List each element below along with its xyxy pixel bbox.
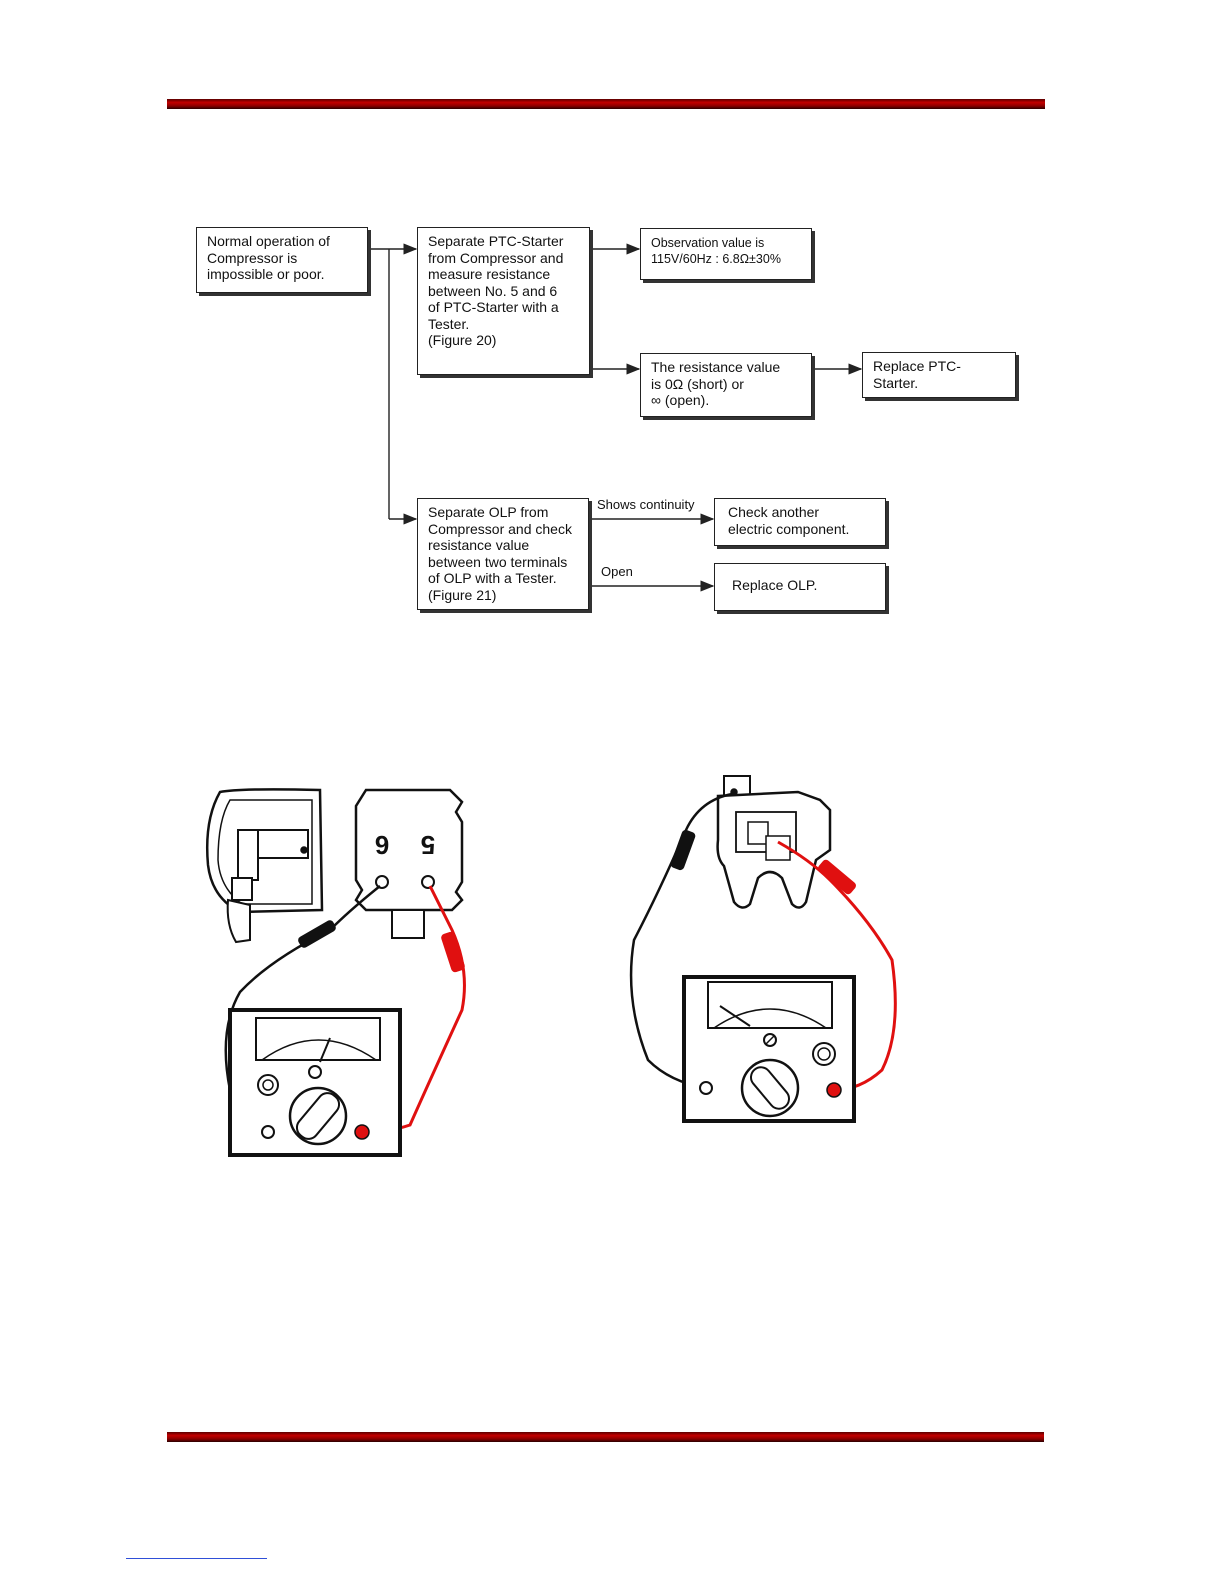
flow-box-ptc-step: Separate PTC-Starter from Compressor and…: [417, 227, 590, 375]
footer-link-underline: [126, 1558, 267, 1559]
flow-box-olp-step: Separate OLP from Compressor and check r…: [417, 498, 589, 610]
footer-rule: [167, 1432, 1044, 1442]
flow-box-ptc-bad: The resistance value is 0Ω (short) or ∞ …: [640, 353, 812, 417]
flow-box-replace-olp: Replace OLP.: [714, 563, 886, 611]
header-rule: [167, 99, 1045, 109]
figure-20-ptc-tester: 6 5: [205, 788, 466, 1157]
terminal-label-6: 6: [375, 830, 389, 860]
flow-box-start: Normal operation of Compressor is imposs…: [196, 227, 368, 293]
flowchart-connectors: [368, 243, 863, 592]
edge-label-continuity: Shows continuity: [597, 497, 695, 512]
flow-box-check-another: Check another electric component.: [714, 498, 886, 546]
terminal-label-5: 5: [421, 830, 435, 860]
edge-label-open: Open: [601, 564, 633, 579]
flow-box-ptc-ok: Observation value is 115V/60Hz : 6.8Ω±30…: [640, 228, 812, 280]
flow-box-ptc-replace: Replace PTC- Starter.: [862, 352, 1016, 398]
figure-21-olp-tester: [629, 775, 897, 1123]
